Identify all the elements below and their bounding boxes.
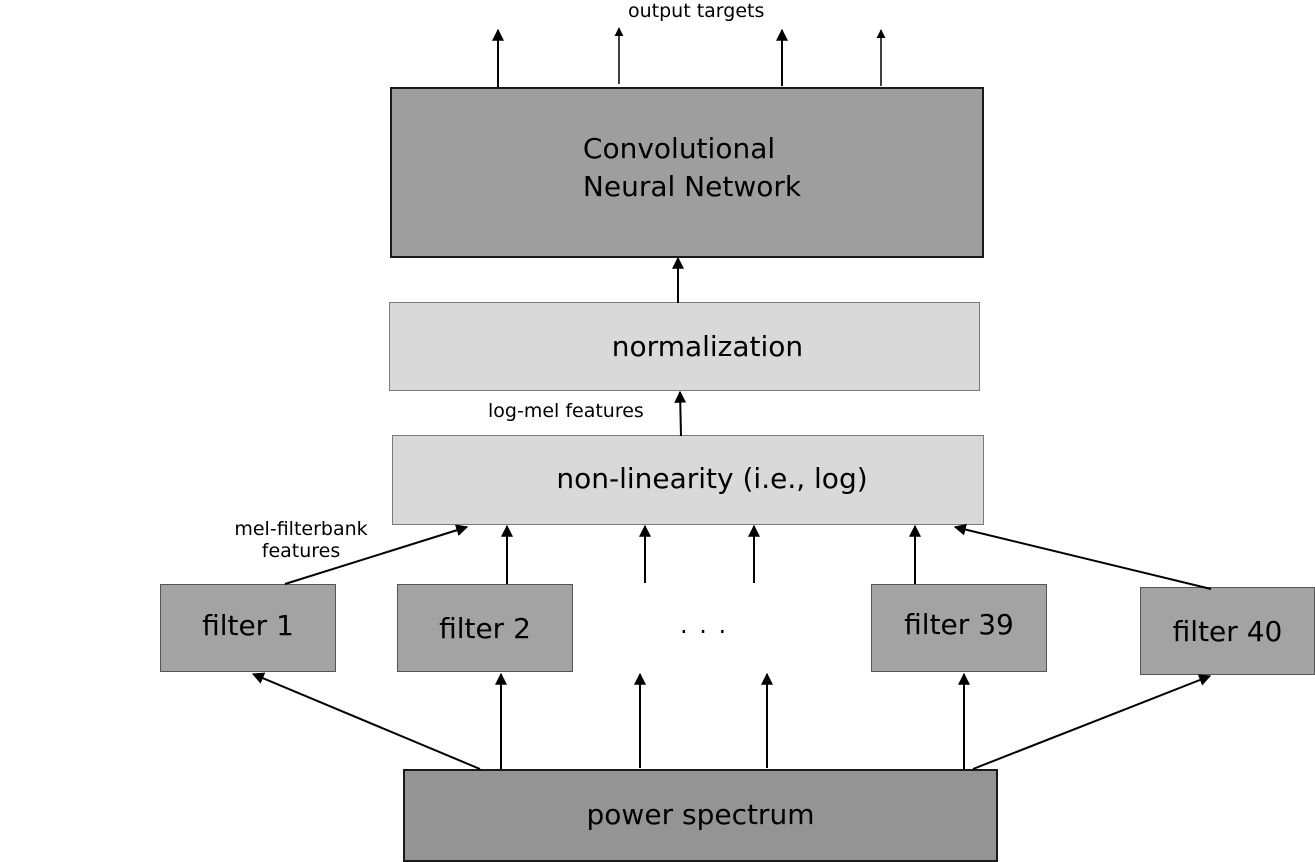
filter-1-block: filter 1 <box>160 584 336 672</box>
arrow-nonlinearity-to-normalization <box>674 390 687 437</box>
filter-1-label: filter 1 <box>202 608 294 642</box>
filter-39-block: filter 39 <box>871 584 1047 672</box>
normalization-label: normalization <box>611 330 804 363</box>
power-spectrum-block: power spectrum <box>403 769 998 862</box>
nonlinearity-block: non-linearity (i.e., log) <box>392 435 984 525</box>
output-targets-label: output targets <box>628 0 765 22</box>
nonlinearity-label: non-linearity (i.e., log) <box>556 461 868 495</box>
ellipsis-label: . . . <box>680 611 729 639</box>
filter-2-block: filter 2 <box>397 584 573 672</box>
filter-40-label: filter 40 <box>1172 614 1283 648</box>
cnn-title-line2: Neural Network <box>582 169 802 203</box>
arrow-power-to-filter1 <box>251 672 481 770</box>
filter-2-label: filter 2 <box>439 611 531 645</box>
arrow-power-to-filter40 <box>972 674 1212 770</box>
arrow-filter40-to-nonlinearity <box>953 523 1212 590</box>
log-mel-features-label: log-mel features <box>488 400 644 422</box>
power-spectrum-label: power spectrum <box>586 798 815 831</box>
cnn-block: Convolutional Neural Network <box>390 87 984 258</box>
filter-39-label: filter 39 <box>904 607 1014 641</box>
mel-filterbank-line1: mel-filterbank <box>234 518 368 540</box>
normalization-block: normalization <box>389 302 980 391</box>
mel-filterbank-line2: features <box>261 540 341 562</box>
mel-filterbank-features-label: mel-filterbank features <box>226 518 376 562</box>
cnn-title-line1: Convolutional <box>582 131 776 165</box>
arrow-filter1-to-nonlinearity <box>284 524 469 585</box>
